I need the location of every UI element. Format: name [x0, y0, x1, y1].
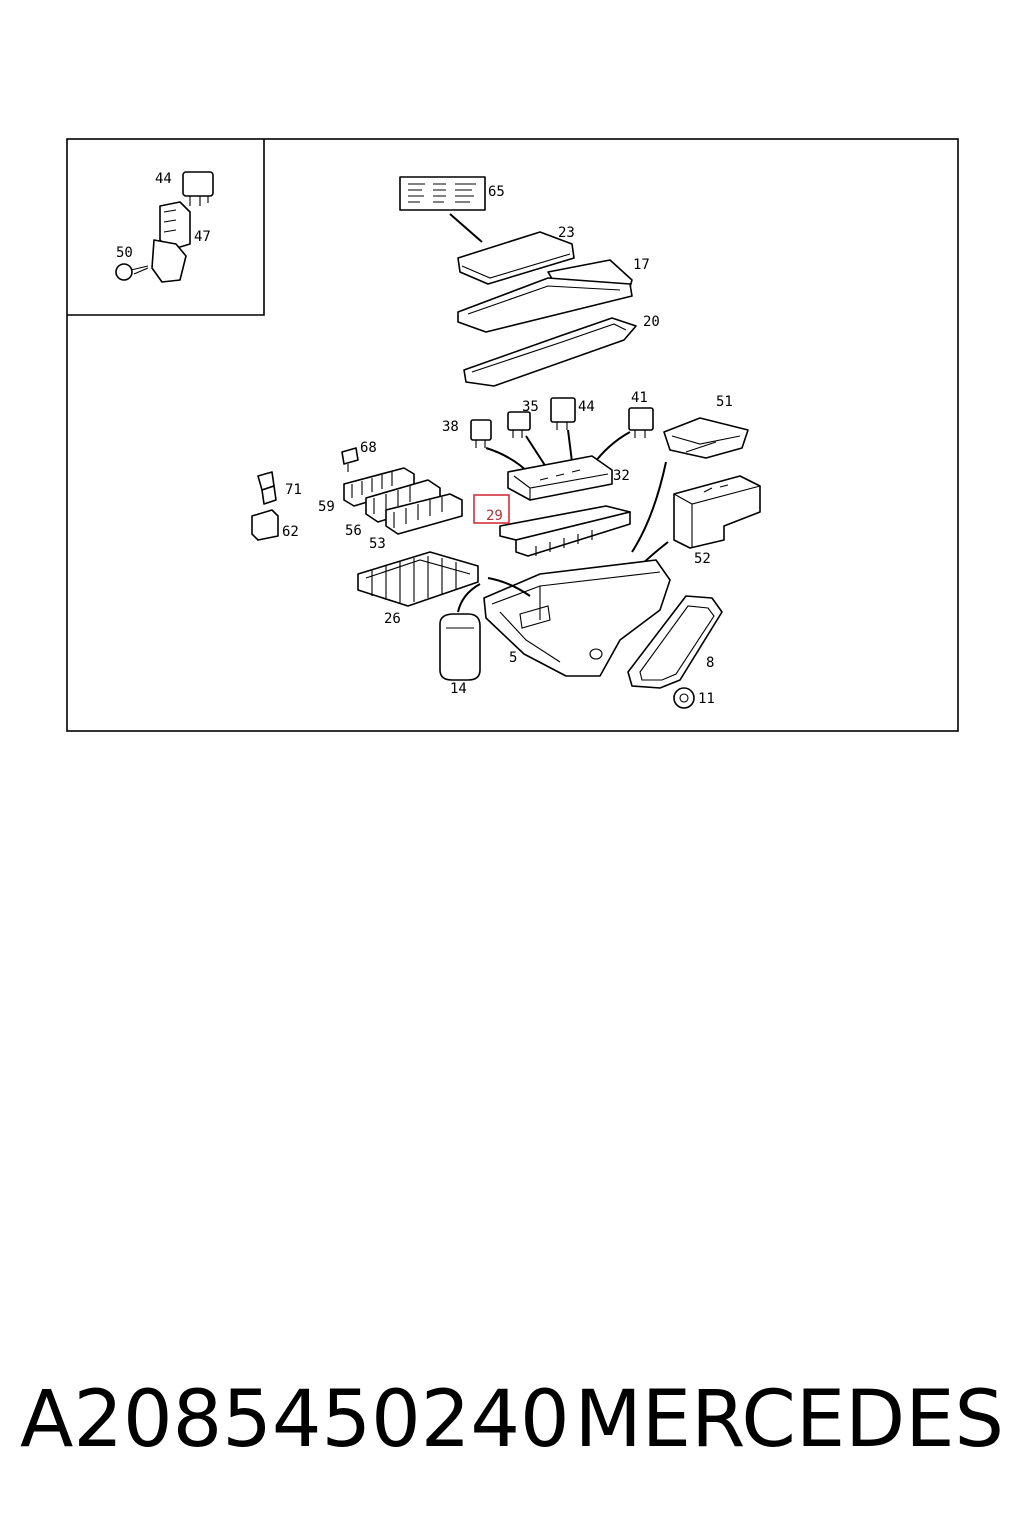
fuse-71 [257, 471, 277, 505]
leader-65 [449, 213, 483, 243]
callout-20: 20 [643, 314, 660, 330]
callout-29: 29 [486, 508, 503, 524]
callout-44-inset: 44 [155, 171, 172, 187]
fuse-holder-53 [385, 493, 463, 535]
callout-50: 50 [116, 245, 133, 261]
fuse-68 [341, 447, 359, 472]
bracket-51 [663, 417, 749, 459]
fuse-62 [251, 509, 279, 541]
callout-65: 65 [488, 184, 505, 200]
housing-5 [483, 559, 671, 677]
relay-35 [507, 411, 531, 438]
callout-8: 8 [706, 655, 714, 671]
part-number: A2085450240 [20, 1375, 570, 1465]
callout-71: 71 [285, 482, 302, 498]
seal-8 [627, 595, 723, 689]
leader-44 [567, 429, 573, 463]
caption: A2085450240 MERCEDES [20, 1370, 1004, 1470]
callout-51: 51 [716, 394, 733, 410]
diagram-frame [66, 138, 959, 732]
callout-14: 14 [450, 681, 467, 697]
exploded-parts-diagram: 44 47 50 65 23 17 20 38 35 44 41 51 32 6… [66, 138, 959, 732]
callout-47: 47 [194, 229, 211, 245]
callout-23: 23 [558, 225, 575, 241]
inset-screw-50 [115, 263, 149, 281]
contact-strip-29 [499, 505, 631, 557]
callout-35: 35 [522, 399, 539, 415]
callout-59: 59 [318, 499, 335, 515]
relay-38 [470, 419, 492, 448]
leader-51 [631, 461, 667, 553]
nut-11 [673, 687, 695, 709]
relay-44 [550, 397, 576, 430]
inset-frame [67, 139, 265, 316]
callout-5: 5 [509, 650, 517, 666]
fuse-block-26 [357, 551, 479, 607]
callout-56: 56 [345, 523, 362, 539]
label-plate-65 [399, 176, 486, 211]
highlight-box-29 [473, 494, 510, 524]
leader-14 [457, 583, 481, 613]
cap-14 [439, 613, 481, 681]
callout-52: 52 [694, 551, 711, 567]
callout-17: 17 [633, 257, 650, 273]
module-52 [673, 475, 761, 549]
relay-carrier-32 [507, 455, 613, 501]
callout-41: 41 [631, 390, 648, 406]
callout-53: 53 [369, 536, 386, 552]
inset-bracket-47 [151, 201, 191, 283]
inset-relay-44 [182, 171, 214, 206]
leader-26 [487, 577, 531, 597]
seal-20 [463, 317, 637, 387]
callout-26: 26 [384, 611, 401, 627]
cover-17 [457, 259, 633, 333]
cover-23 [457, 231, 575, 285]
brand-name: MERCEDES [574, 1375, 1005, 1465]
callout-38: 38 [442, 419, 459, 435]
callout-68: 68 [360, 440, 377, 456]
callout-62: 62 [282, 524, 299, 540]
callout-11: 11 [698, 691, 715, 707]
relay-41 [628, 407, 654, 438]
callout-44: 44 [578, 399, 595, 415]
callout-32: 32 [613, 468, 630, 484]
